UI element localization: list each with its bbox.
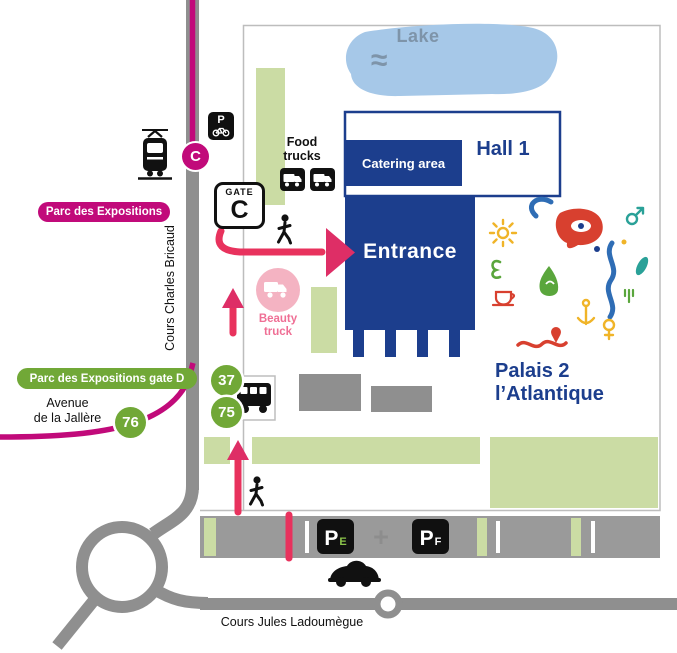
bike-parking-p-letter: P [217, 114, 225, 126]
bus-route-75-badge: 75 [211, 397, 242, 428]
catering-area-label: Catering area [361, 155, 446, 171]
parking-e-icon: P E [317, 519, 354, 554]
bike-parking-icon: P [208, 112, 234, 140]
lake-label: Lake [396, 26, 440, 46]
gate-c-letter: C [230, 196, 249, 224]
bicycle-icon [212, 127, 230, 137]
bus-route-76-badge: 76 [115, 407, 146, 438]
food-truck-icons [280, 168, 335, 191]
parking-e-sub-letter: E [339, 536, 347, 548]
walking-routes [215, 227, 326, 562]
tram-stop-badge: Parc des Expositions [38, 202, 170, 222]
road-roundabout-connector-right [150, 583, 209, 609]
palais-2-label: Palais 2 l’Atlantique [495, 360, 665, 406]
beauty-truck-label-line2: truck [263, 326, 293, 338]
parking-plus-sign: + [373, 522, 389, 552]
parking-e-p-letter: P [324, 527, 339, 550]
roundabout [76, 521, 168, 613]
pedestrian-icon-gate [277, 212, 292, 245]
parking-f-p-letter: P [419, 527, 434, 550]
service-buildings [299, 374, 432, 412]
gate-c-word: GATE [225, 187, 254, 197]
food-trucks-label-line1: Food [286, 135, 318, 149]
entrance-label: Entrance [363, 240, 457, 263]
parking-f-icon: P F [412, 519, 449, 554]
palais-2-label-line2: l’Atlantique [495, 383, 604, 405]
green-areas [204, 68, 658, 556]
bus-stop-gate-d-badge: Parc des Expositions gate D [17, 368, 197, 389]
route-arrowheads [222, 228, 355, 460]
tram-icon [138, 129, 172, 180]
mini-roundabout [373, 589, 403, 619]
street-label-avenue-jallere: Avenue de la Jallère [20, 396, 115, 426]
avenue-label-line1: Avenue [46, 396, 89, 410]
hall1-label: Hall 1 [476, 138, 530, 160]
beauty-truck-label-line1: Beauty [258, 313, 298, 325]
palais-2-label-line1: Palais 2 [495, 360, 570, 382]
parking-markings [305, 521, 595, 553]
gate-c-sign: GATE C [214, 182, 265, 229]
food-trucks-label: Food trucks [272, 135, 332, 163]
waves-icon: ≈ [371, 44, 388, 77]
beauty-truck-icon [256, 268, 300, 312]
avenue-label-line2: de la Jallère [33, 411, 102, 425]
beauty-truck-label: Beauty truck [246, 313, 310, 339]
food-trucks-label-line2: trucks [283, 149, 321, 163]
parking-f-sub-letter: F [434, 536, 442, 548]
entrance-building [345, 196, 475, 357]
lake [345, 23, 558, 97]
catering-area-block [345, 140, 462, 186]
car-icon [328, 560, 381, 587]
street-label-cours-charles-bricaud: Cours Charles Bricaud [163, 225, 177, 351]
road-roundabout-exit-southwest [52, 595, 100, 650]
tram-line-c-badge: C [182, 143, 209, 170]
pedestrian-icon-parking [249, 474, 264, 507]
road-roundabout-connector-top [149, 485, 199, 540]
palais-2-artwork [488, 196, 649, 349]
bus-route-37-badge: 37 [211, 365, 242, 396]
street-label-cours-jules-ladoumegue: Cours Jules Ladoumègue [220, 615, 364, 629]
